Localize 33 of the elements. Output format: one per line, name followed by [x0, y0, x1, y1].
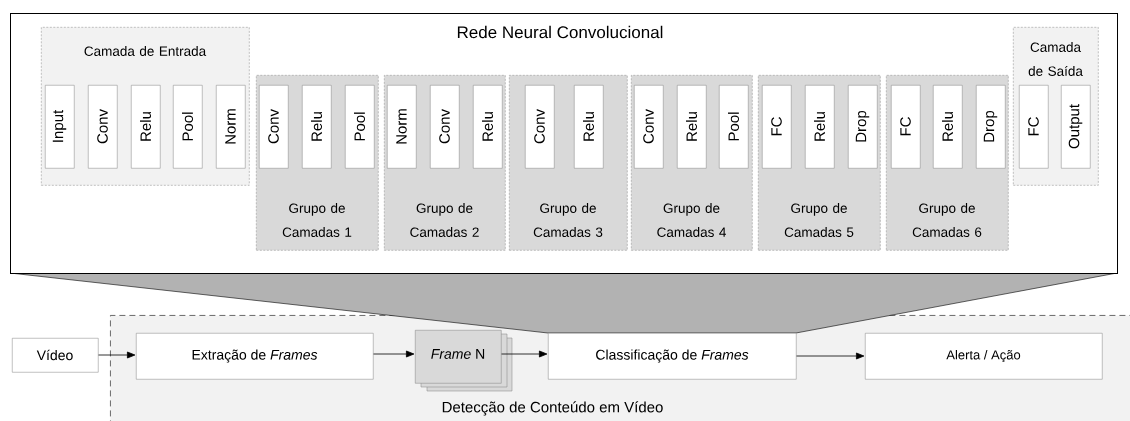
arrow — [98, 351, 136, 359]
layer-box: Pool — [719, 85, 749, 169]
process-box: Vídeo — [12, 338, 99, 373]
arrow — [501, 350, 548, 358]
layer-box: Conv — [525, 85, 555, 169]
layer-box: Drop — [976, 85, 1006, 169]
layer-box: Input — [45, 85, 75, 169]
process-box: Alerta / Ação — [865, 333, 1103, 380]
frame-stack: Frame N — [415, 330, 513, 392]
layer-box: Relu — [131, 85, 161, 169]
layer-box: Relu — [473, 85, 503, 169]
layer-box: Relu — [677, 85, 707, 169]
layer-box: FC — [1019, 85, 1049, 169]
arrow — [373, 350, 415, 358]
layer-box: Relu — [933, 85, 963, 169]
layer-box: Conv — [259, 85, 289, 169]
layer-box: Conv — [430, 85, 460, 169]
layer-box: Relu — [302, 85, 332, 169]
process-box: Classificação de Frames — [548, 333, 797, 380]
arrow — [796, 352, 865, 360]
process-box: Extração de Frames — [136, 333, 374, 380]
layer-box: Conv — [634, 85, 664, 169]
layer-box: Norm — [387, 85, 417, 169]
layer-box: Conv — [88, 85, 118, 169]
layer-box: Relu — [574, 85, 604, 169]
layer-box: Norm — [216, 85, 246, 169]
layer-box: Drop — [848, 85, 878, 169]
layer-box: FC — [762, 85, 792, 169]
layer-box: FC — [891, 85, 921, 169]
layer-box: Relu — [805, 85, 835, 169]
layer-box: Output — [1061, 85, 1091, 169]
layer-box: Pool — [345, 85, 375, 169]
layer-box: Pool — [173, 85, 203, 169]
